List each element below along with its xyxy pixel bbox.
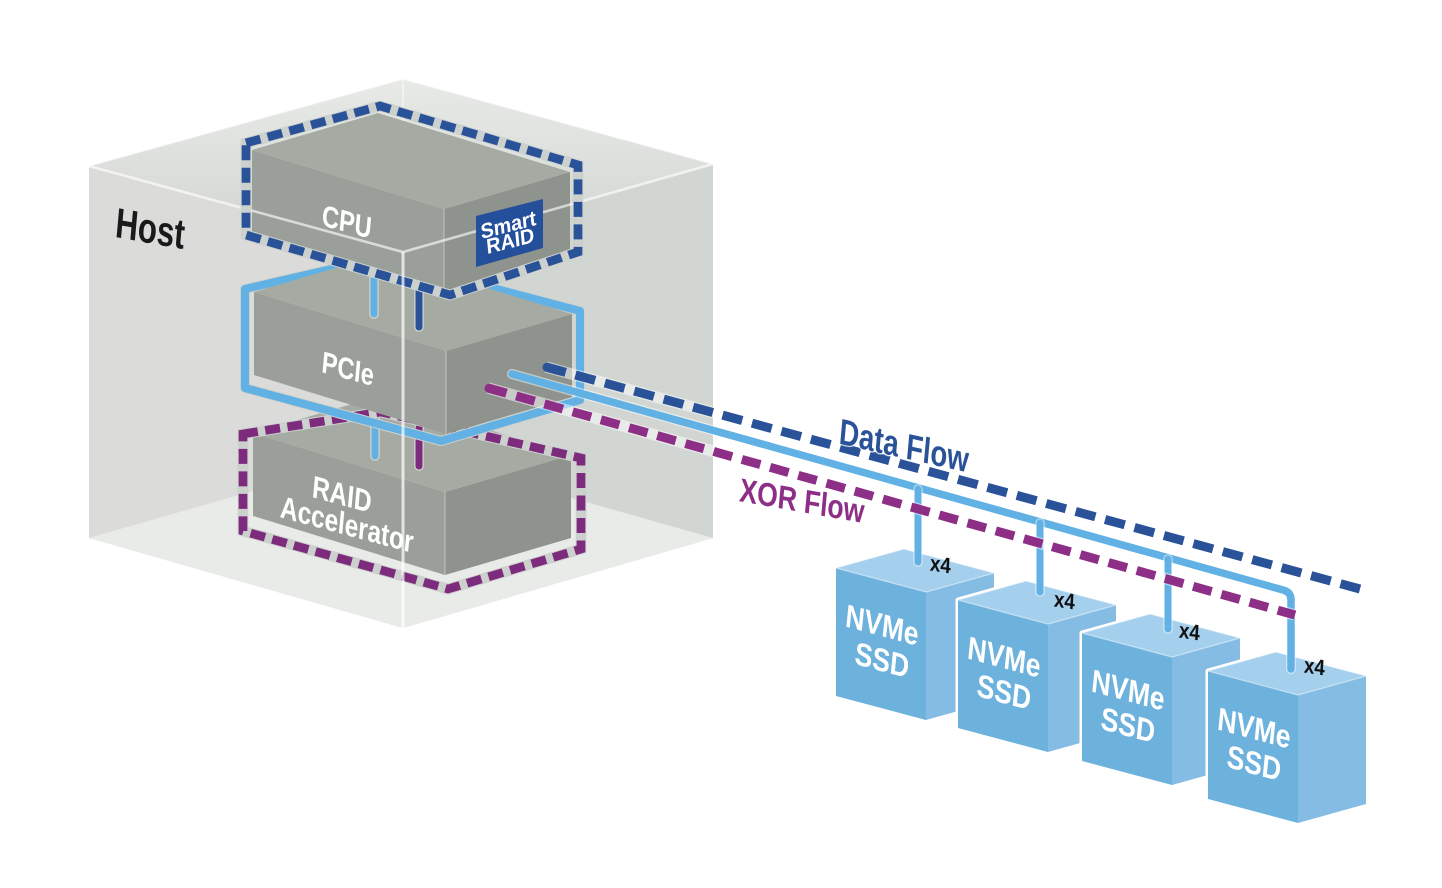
svg-text:x4: x4 [1303, 653, 1326, 681]
svg-text:x4: x4 [1053, 587, 1076, 615]
svg-text:x4: x4 [1178, 618, 1201, 646]
svg-text:x4: x4 [929, 551, 952, 579]
